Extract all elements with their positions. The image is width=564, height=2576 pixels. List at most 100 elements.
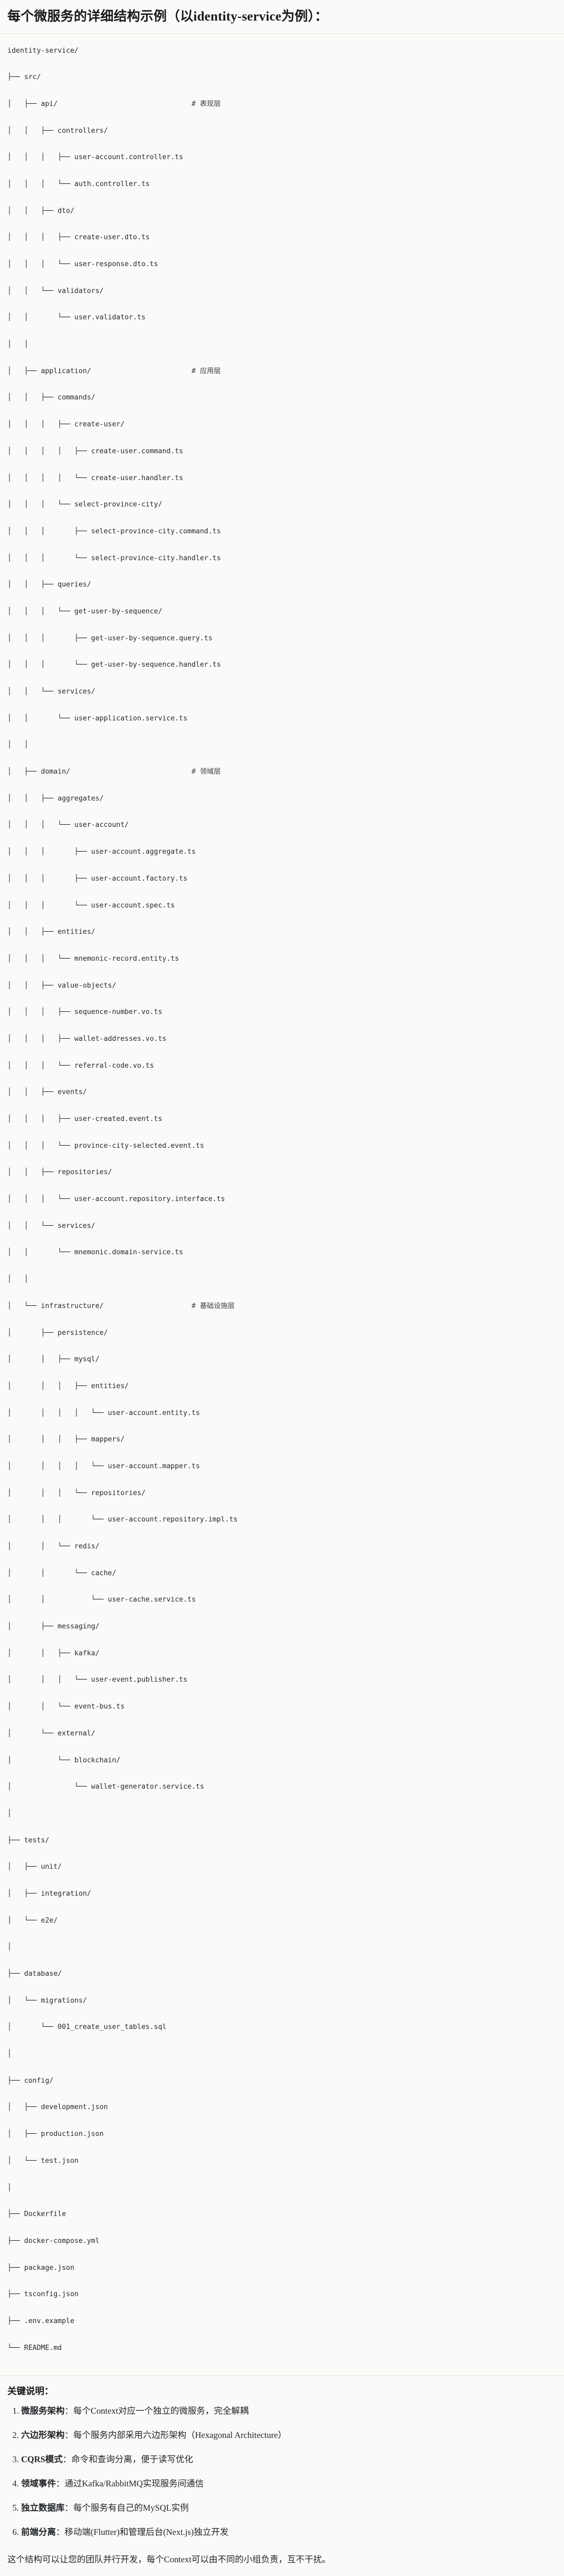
tree-line-comment: # 表现层 (57, 100, 221, 108)
tree-line-path: ├── database/ (7, 1970, 62, 1978)
tree-line: │ └── test.json (7, 2154, 557, 2168)
tree-line-path: │ ├── messaging/ (7, 1623, 100, 1631)
key-points-list: 微服务架构：每个Context对应一个独立的微服务，完全解耦六边形架构：每个服务… (7, 2405, 557, 2539)
tree-line-path: │ │ │ └── user-event.publisher.ts (7, 1676, 188, 1684)
tree-line-path: │ │ │ ├── user-account.aggregate.ts (7, 848, 196, 856)
tree-line: │ │ │ │ └── user-account.mapper.ts (7, 1460, 557, 1473)
tree-line-path: │ │ │ └── user-account.repository.impl.t… (7, 1516, 238, 1524)
page-title: 每个微服务的详细结构示例（以identity-service为例）： (0, 0, 564, 34)
tree-line: │ (7, 1940, 557, 1954)
tree-line-path: │ │ │ └── select-province-city/ (7, 501, 162, 509)
tree-line-path: │ │ (7, 741, 28, 749)
tree-line: │ │ │ │ ├── create-user.command.ts (7, 445, 557, 458)
tree-line-path: │ │ │ ├── user-account.factory.ts (7, 874, 188, 883)
tree-line: │ └── e2e/ (7, 1914, 557, 1927)
tree-line: │ │ │ │ └── create-user.handler.ts (7, 472, 557, 485)
tree-line-path: │ │ ├── value-objects/ (7, 981, 116, 990)
key-points-title: 关键说明： (7, 2386, 54, 2397)
tree-line-path: │ └── wallet-generator.service.ts (7, 1783, 205, 1791)
tree-line: │ │ │ └── user-account/ (7, 818, 557, 832)
tree-line-path: │ │ └── user.validator.ts (7, 314, 146, 322)
tree-line-path: │ ├── development.json (7, 2103, 108, 2112)
tree-line: │ │ │ ├── create-user/ (7, 418, 557, 431)
tree-line: │ │ │ └── get-user-by-sequence.handler.t… (7, 658, 557, 671)
tree-line: identity-service/ (7, 44, 557, 57)
tree-line: │ │ (7, 738, 557, 752)
tree-line: │ ├── application/ # 应用层 (7, 365, 557, 378)
tree-line-path: │ └── 001_create_user_tables.sql (7, 2023, 167, 2032)
key-point-item: 微服务架构：每个Context对应一个独立的微服务，完全解耦 (21, 2405, 557, 2417)
tree-line: │ │ └── user-application.service.ts (7, 712, 557, 725)
tree-line-comment: # 基础设施层 (103, 1302, 235, 1310)
tree-line: │ │ (7, 1273, 557, 1286)
tree-line: │ │ ├── events/ (7, 1086, 557, 1099)
tree-line: │ │ ├── dto/ (7, 204, 557, 218)
tree-line: │ │ ├── mysql/ (7, 1353, 557, 1366)
tree-line-path: identity-service/ (7, 46, 79, 55)
tree-line: │ └── blockchain/ (7, 1754, 557, 1767)
tree-line-path: │ └── external/ (7, 1729, 95, 1738)
tree-line: │ └── migrations/ (7, 1994, 557, 2007)
tree-line: │ │ │ ├── entities/ (7, 1380, 557, 1393)
tree-line: │ │ │ ├── user-created.event.ts (7, 1113, 557, 1126)
tree-line: │ │ │ ├── sequence-number.vo.ts (7, 1006, 557, 1019)
tree-line-path: │ │ ├── kafka/ (7, 1649, 100, 1657)
tree-line-path: │ ├── api/ (7, 100, 58, 108)
tree-line-path: │ │ ├── aggregates/ (7, 794, 104, 803)
tree-line-path: │ │ │ └── mnemonic-record.entity.ts (7, 954, 179, 963)
closing-paragraph: 这个结构可以让您的团队并行开发，每个Context可以由不同的小组负责，互不干扰… (7, 2554, 331, 2564)
tree-line-path: │ │ │ │ ├── create-user.command.ts (7, 447, 183, 455)
tree-line: │ │ │ ├── select-province-city.command.t… (7, 525, 557, 538)
tree-line: │ │ ├── aggregates/ (7, 792, 557, 805)
tree-line: ├── src/ (7, 71, 557, 84)
tree-line-path: │ │ │ └── get-user-by-sequence/ (7, 607, 162, 616)
tree-line: │ │ └── user-cache.service.ts (7, 1593, 557, 1606)
directory-tree-block: identity-service/ ├── src/ │ ├── api/ # … (0, 33, 564, 2376)
tree-line-path: │ │ │ └── user-response.dto.ts (7, 260, 158, 268)
tree-line: │ │ │ └── mnemonic-record.entity.ts (7, 952, 557, 965)
tree-line: │ ├── api/ # 表现层 (7, 97, 557, 111)
tree-line: │ │ │ └── user-response.dto.ts (7, 258, 557, 271)
tree-line-path: │ (7, 1809, 12, 1818)
tree-line-path: │ ├── application/ (7, 367, 91, 375)
tree-line: │ │ │ ├── user-account.aggregate.ts (7, 845, 557, 858)
tree-line: │ │ │ └── user-account.repository.interf… (7, 1193, 557, 1206)
tree-line-path: │ │ │ ├── entities/ (7, 1382, 129, 1390)
tree-line-path: │ └── infrastructure/ (7, 1302, 104, 1310)
tree-line-path: │ │ ├── mysql/ (7, 1355, 100, 1364)
tree-line-path: │ │ ├── queries/ (7, 581, 91, 589)
tree-line-path: ├── tsconfig.json (7, 2290, 79, 2299)
tree-line-path: │ │ │ └── user-account.repository.interf… (7, 1195, 225, 1204)
key-point-description: ：命令和查询分离，便于读写优化 (62, 2454, 193, 2465)
tree-line: │ │ └── redis/ (7, 1540, 557, 1553)
tree-line-path: │ │ └── event-bus.ts (7, 1703, 125, 1711)
tree-line-path: │ │ (7, 340, 28, 349)
tree-line-path: │ │ │ ├── create-user.dto.ts (7, 233, 150, 242)
tree-line: │ │ └── event-bus.ts (7, 1700, 557, 1713)
tree-line-path: │ │ └── user-application.service.ts (7, 714, 188, 723)
tree-line: ├── config/ (7, 2074, 557, 2087)
tree-line: │ │ │ └── get-user-by-sequence/ (7, 605, 557, 618)
key-point-description: ：每个服务内部采用六边形架构（Hexagonal Architecture） (64, 2430, 287, 2441)
tree-line: │ │ └── validators/ (7, 285, 557, 298)
tree-line-path: │ │ │ ├── create-user/ (7, 421, 125, 429)
key-point-description: ：通过Kafka/RabbitMQ实现服务间通信 (56, 2479, 204, 2489)
tree-line-path: │ │ │ ├── wallet-addresses.vo.ts (7, 1035, 167, 1043)
tree-line-path: │ │ │ └── repositories/ (7, 1489, 146, 1497)
tree-line-path: ├── .env.example (7, 2317, 75, 2325)
tree-line: │ │ └── user.validator.ts (7, 311, 557, 324)
tree-line: │ │ │ └── province-city-selected.event.t… (7, 1139, 557, 1153)
tree-line-path: ├── package.json (7, 2263, 75, 2272)
tree-line-path: │ ├── production.json (7, 2130, 104, 2139)
tree-line-path: │ │ │ └── user-account.spec.ts (7, 901, 175, 910)
tree-line: │ │ ├── entities/ (7, 925, 557, 939)
tree-line-comment: # 应用层 (91, 367, 221, 375)
directory-tree: identity-service/ ├── src/ │ ├── api/ # … (7, 44, 557, 2368)
tree-line: │ │ │ └── user-account.spec.ts (7, 899, 557, 912)
tree-line-path: ├── docker-compose.yml (7, 2237, 100, 2245)
tree-line-path: │ ├── integration/ (7, 1889, 91, 1898)
key-points-section: 关键说明： 微服务架构：每个Context对应一个独立的微服务，完全解耦六边形架… (0, 2375, 564, 2550)
tree-line-path: │ │ │ │ └── create-user.handler.ts (7, 474, 183, 482)
tree-line-path: │ │ │ │ └── user-account.entity.ts (7, 1409, 200, 1417)
